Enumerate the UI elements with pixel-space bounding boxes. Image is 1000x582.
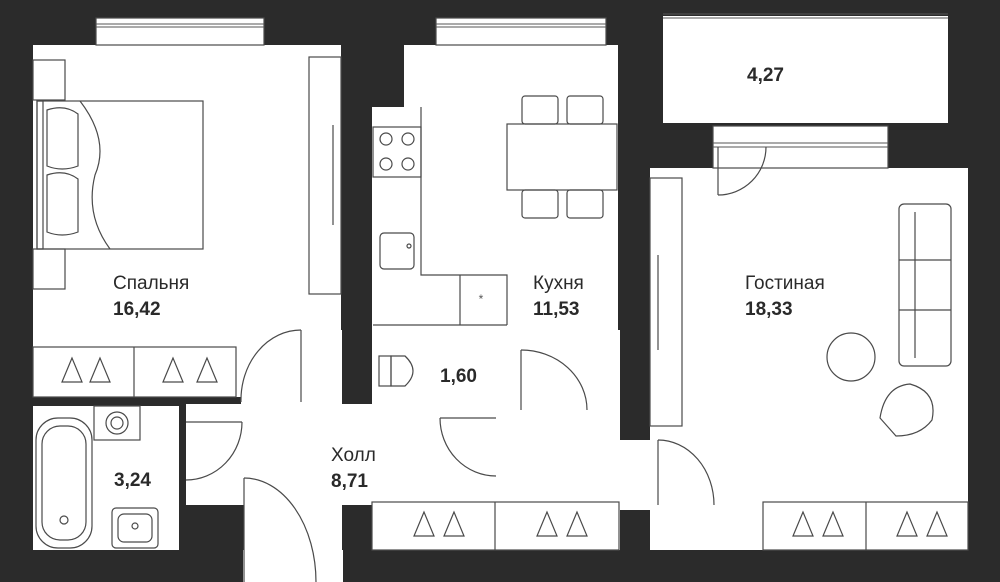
window-icon — [95, 17, 265, 46]
hanger-icon — [32, 346, 237, 398]
door-swing-icon — [439, 417, 497, 477]
door-swing-icon — [717, 146, 767, 196]
chair-icon — [521, 95, 604, 219]
window-icon — [712, 125, 889, 169]
wc-floor — [373, 333, 500, 412]
door-swing-icon — [185, 421, 243, 481]
sofa-icon — [898, 203, 952, 367]
door-swing-icon — [243, 477, 317, 582]
hall-lower-wall-right — [342, 505, 372, 550]
wc-area: 1,60 — [440, 366, 477, 387]
kitchen-area: 11,53 — [533, 299, 580, 320]
hall-floor-corridor — [241, 330, 342, 412]
bathroom-area: 3,24 — [114, 470, 151, 491]
bedroom-area: 16,42 — [113, 299, 161, 320]
living-area: 18,33 — [745, 299, 793, 320]
bedroom-name: Спальня — [113, 273, 189, 294]
windows — [95, 13, 948, 169]
hall-area: 8,71 — [331, 471, 368, 492]
room-floors — [33, 16, 968, 582]
bathroom-floor — [33, 406, 179, 550]
washing-machine-icon — [93, 405, 141, 441]
room-labels: Спальня 16,42 Кухня 11,53 Гостиная 18,33… — [113, 65, 825, 492]
entrance-gap — [243, 550, 343, 582]
hanger-icon — [371, 501, 620, 551]
toilet-icon — [378, 355, 414, 387]
double-bed-icon — [32, 59, 204, 290]
round-table-icon — [826, 332, 876, 382]
bathtub-icon — [35, 417, 93, 549]
balcony-floor — [663, 16, 948, 123]
balcony-area: 4,27 — [747, 65, 784, 86]
hanger-icon — [762, 501, 969, 551]
sink-icon — [111, 507, 159, 549]
hall-floor-main — [186, 404, 620, 550]
hall-floor-living-link — [612, 440, 662, 510]
living-name: Гостиная — [745, 273, 825, 294]
kitchen-notch-wall — [372, 45, 404, 107]
dining-table-icon — [506, 123, 618, 191]
window-icon — [435, 17, 607, 46]
window-icon — [663, 13, 948, 19]
door-swing-icon — [520, 349, 588, 411]
armchair-icon — [879, 383, 934, 437]
door-swing-icon — [657, 439, 715, 506]
hall-lower-wall — [186, 505, 244, 550]
kitchen-counter: * — [373, 107, 508, 326]
sink-icon — [379, 232, 415, 270]
kitchen-name: Кухня — [533, 273, 584, 294]
living-wardrobe — [649, 177, 683, 427]
asterisk-icon: * — [479, 292, 484, 306]
wardrobe-icon — [308, 56, 342, 295]
hall-floor-kitchen-link — [508, 330, 620, 415]
living-floor — [650, 168, 968, 550]
door-swing-icon — [240, 329, 302, 403]
hall-name: Холл — [331, 445, 376, 466]
